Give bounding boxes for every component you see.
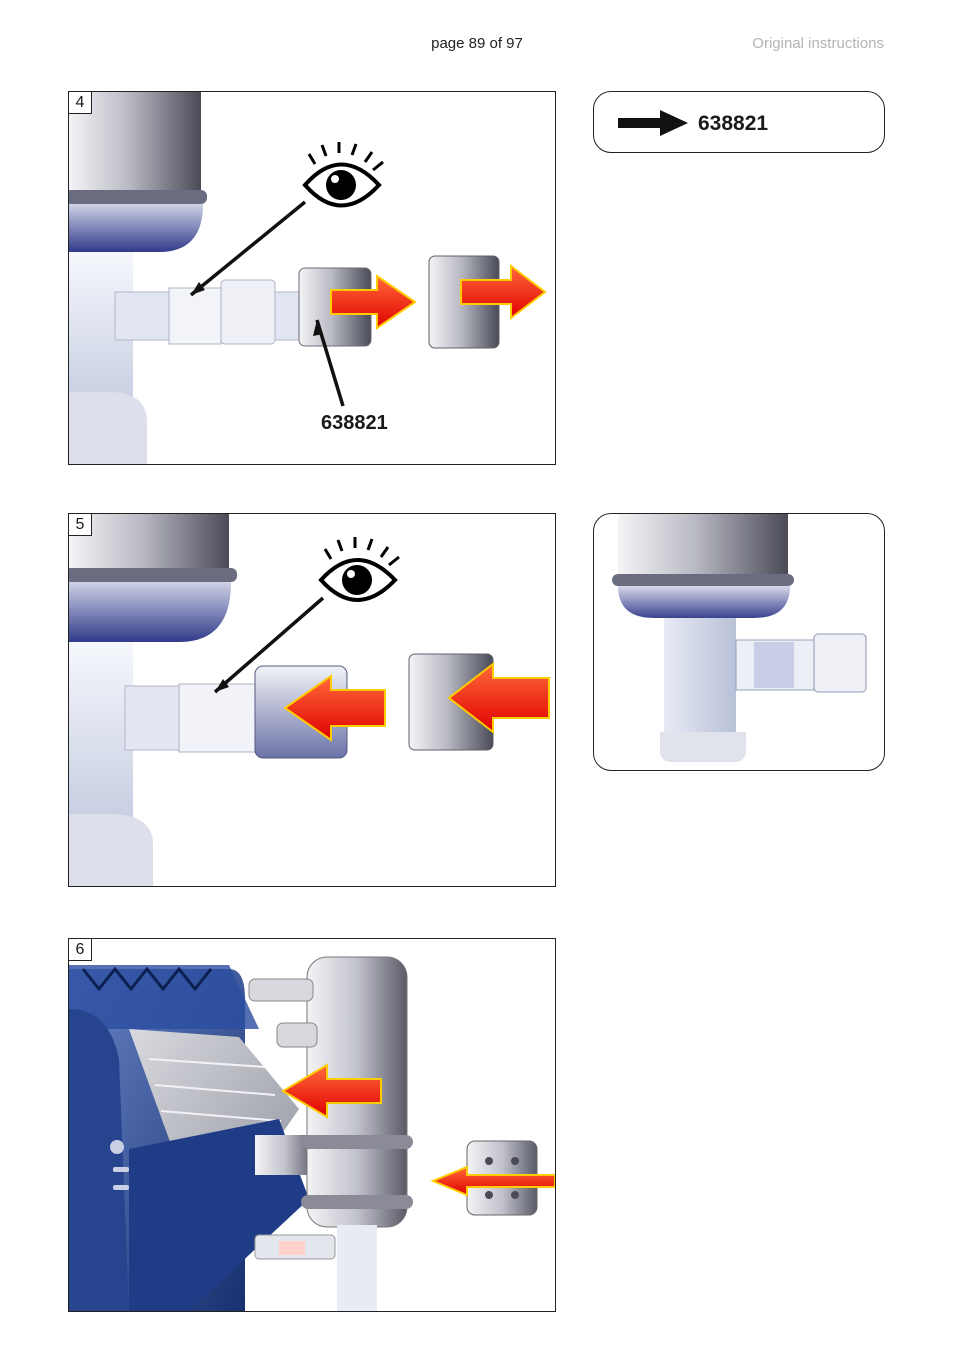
part-callout-label: 638821 bbox=[321, 412, 388, 435]
figure-number: 4 bbox=[69, 92, 92, 114]
assembled-part-illustration bbox=[594, 514, 884, 770]
part-number: 638821 bbox=[698, 112, 768, 136]
eye-icon bbox=[321, 537, 399, 600]
figure-5-illustration bbox=[69, 514, 555, 886]
part-reference-box: 638821 bbox=[593, 91, 885, 153]
figure-number: 5 bbox=[69, 514, 92, 536]
figure-4-illustration bbox=[69, 92, 555, 464]
result-illustration-box bbox=[593, 513, 885, 771]
figure-number: 6 bbox=[69, 939, 92, 961]
figure-5: 5 bbox=[68, 513, 556, 887]
figure-6-illustration bbox=[69, 939, 555, 1311]
eye-icon bbox=[305, 142, 383, 206]
figure-4: 4 bbox=[68, 91, 556, 465]
figure-6: 6 bbox=[68, 938, 556, 1312]
document-type-label: Original instructions bbox=[752, 35, 884, 52]
arrow-right-icon bbox=[618, 110, 688, 136]
